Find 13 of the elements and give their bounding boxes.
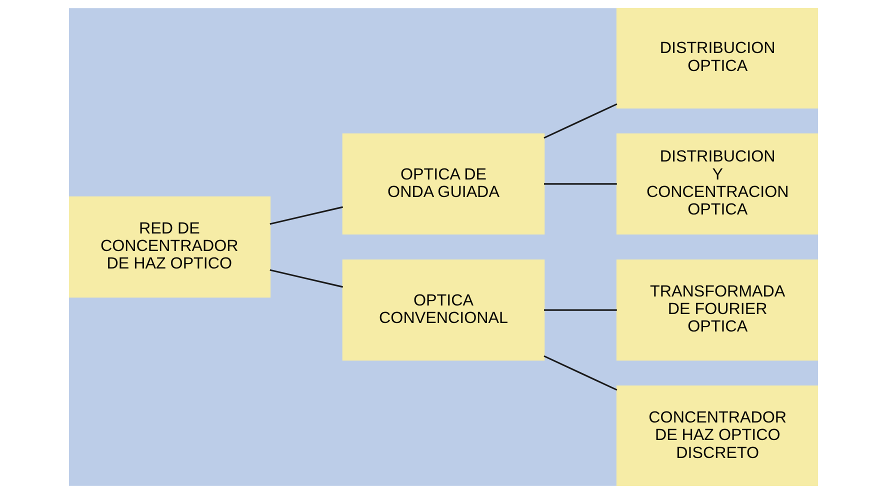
- connector: [543, 103, 617, 139]
- node-box: DISTRIBUCION Y CONCENTRACION OPTICA: [616, 133, 818, 235]
- connector: [544, 309, 616, 311]
- node-box: RED DE CONCENTRADOR DE HAZ OPTICO: [68, 196, 270, 298]
- connector: [269, 206, 342, 225]
- connector: [543, 355, 617, 391]
- node-box: CONCENTRADOR DE HAZ OPTICO DISCRETO: [616, 386, 818, 486]
- node-box: DISTRIBUCION OPTICA: [616, 8, 818, 108]
- node-box: OPTICA CONVENCIONAL: [342, 259, 544, 361]
- connector: [544, 183, 616, 185]
- connector: [269, 269, 342, 288]
- node-box: TRANSFORMADA DE FOURIER OPTICA: [616, 259, 818, 361]
- node-box: OPTICA DE ONDA GUIADA: [342, 133, 544, 235]
